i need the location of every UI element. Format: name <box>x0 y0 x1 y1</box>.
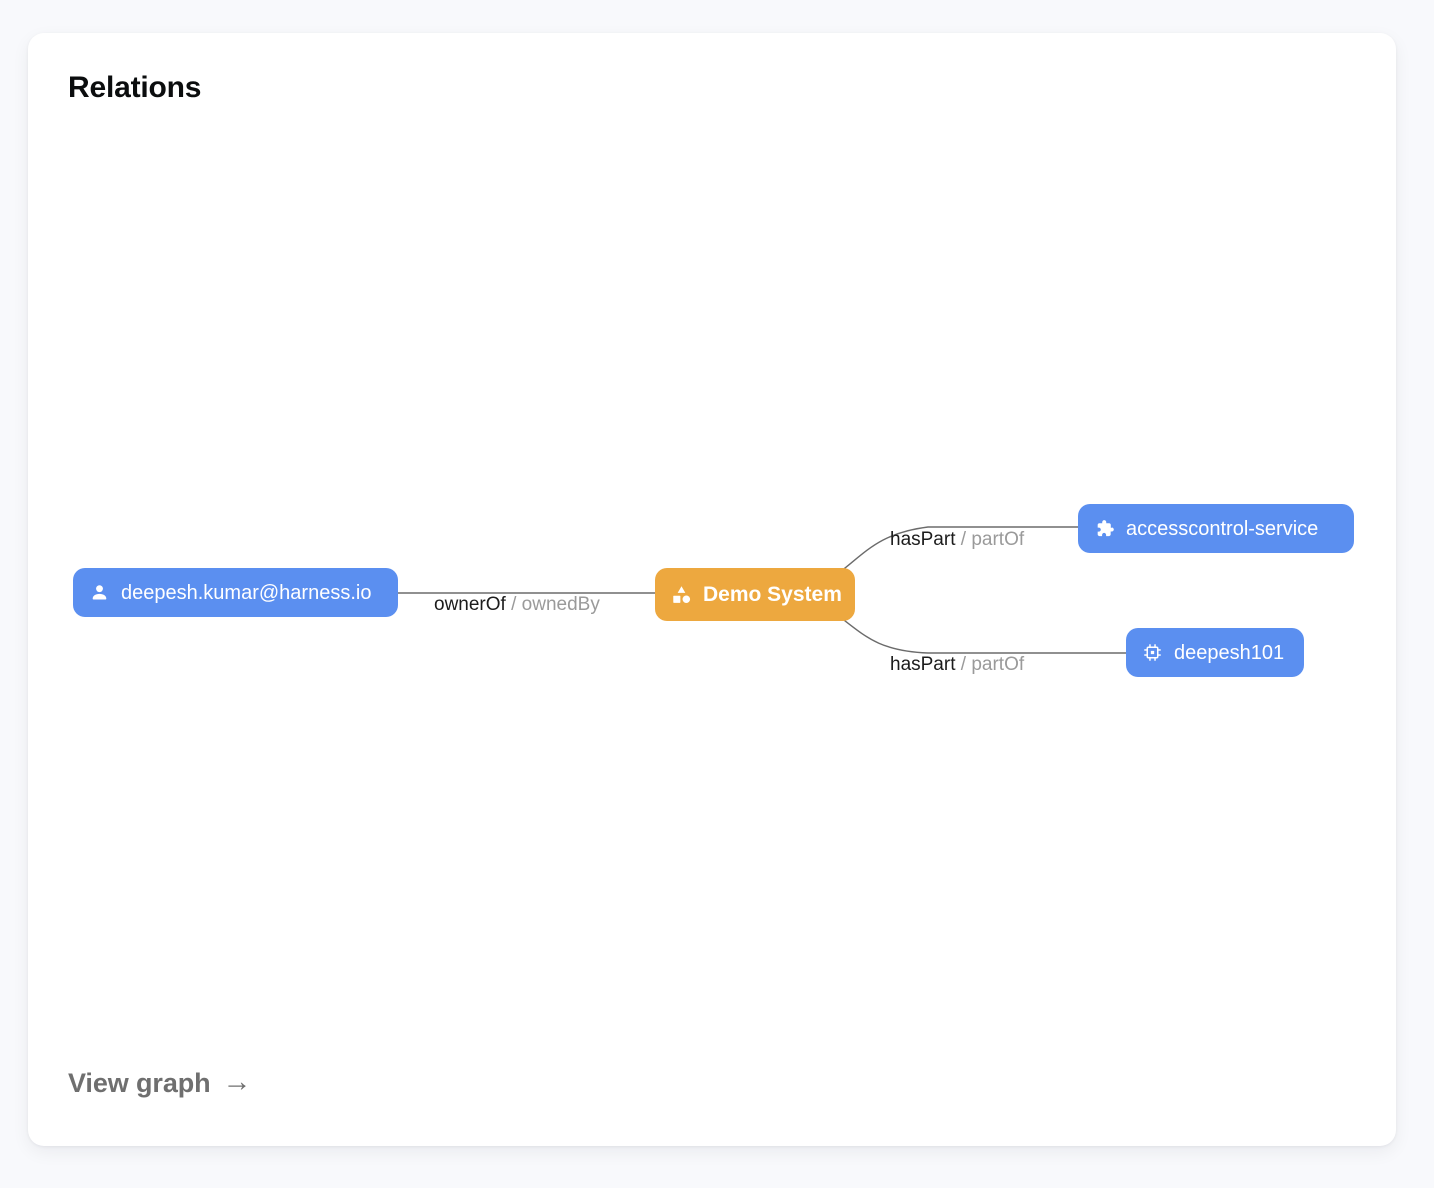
page-title: Relations <box>68 71 202 104</box>
arrow-right-icon: → <box>222 1066 252 1098</box>
person-icon <box>89 582 110 603</box>
edge-label-haspart-top: hasPart / partOf <box>890 530 1024 549</box>
view-graph-label: View graph <box>68 1068 211 1098</box>
graph-node-user-label: deepesh.kumar@harness.io <box>121 581 372 604</box>
edge-label-owner-forward: ownerOf <box>434 594 506 615</box>
edge-haspart-bottom-path <box>839 616 1126 654</box>
edge-label-haspart-top-forward: hasPart <box>890 529 956 550</box>
graph-node-resource[interactable]: deepesh101 <box>1126 628 1304 677</box>
graph-node-user[interactable]: deepesh.kumar@harness.io <box>73 568 398 617</box>
graph-node-system[interactable]: Demo System <box>655 568 855 621</box>
edge-label-owner-separator: / <box>511 594 517 615</box>
puzzle-piece-icon <box>1094 518 1115 539</box>
edge-label-haspart-top-separator: / <box>960 529 967 550</box>
graph-node-system-label: Demo System <box>703 583 842 606</box>
category-shapes-icon <box>671 584 692 605</box>
edge-label-haspart-top-reverse: partOf <box>971 529 1025 550</box>
graph-node-resource-label: deepesh101 <box>1174 641 1285 664</box>
edge-label-haspart-bottom: hasPart / partOf <box>890 655 1024 674</box>
relations-card: Relations deepesh.kumar@harness.io <box>28 33 1396 1146</box>
edge-label-haspart-bottom-forward: hasPart <box>890 654 956 675</box>
graph-node-component[interactable]: accesscontrol-service <box>1078 504 1354 553</box>
edge-label-owner: ownerOf / ownedBy <box>434 595 600 614</box>
relations-graph-canvas[interactable]: deepesh.kumar@harness.io Demo System acc… <box>28 33 1396 1146</box>
graph-node-component-label: accesscontrol-service <box>1126 517 1319 540</box>
view-graph-link[interactable]: View graph → <box>68 1066 252 1098</box>
edge-label-owner-reverse: ownedBy <box>521 594 600 615</box>
memory-chip-icon <box>1142 642 1163 663</box>
edge-label-haspart-bottom-reverse: partOf <box>971 654 1025 675</box>
edge-label-haspart-bottom-separator: / <box>960 654 967 675</box>
